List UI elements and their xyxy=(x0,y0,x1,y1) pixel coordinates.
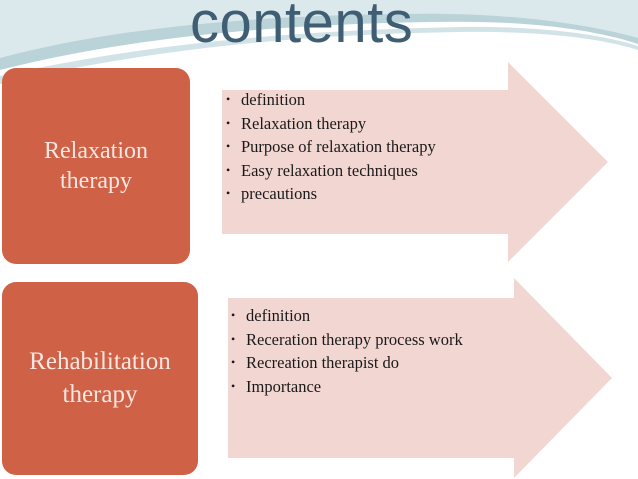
section-1-heading: Relaxation therapy xyxy=(44,136,148,196)
list-item: Recreation therapist do xyxy=(231,351,463,375)
list-item: Relaxation therapy xyxy=(226,112,436,136)
list-item: Purpose of relaxation therapy xyxy=(226,135,436,159)
section-1-heading-line-2: therapy xyxy=(60,168,132,194)
section-2-heading-box: Rehabilitation therapy xyxy=(2,282,198,475)
background-swoosh xyxy=(0,0,638,84)
slide-title: contents xyxy=(190,0,414,55)
section-1-bullet-list: definition Relaxation therapy Purpose of… xyxy=(226,88,436,206)
section-2-heading-line-2: therapy xyxy=(62,380,138,408)
list-item: Easy relaxation techniques xyxy=(226,159,436,183)
section-2-bullet-list: definition Receration therapy process wo… xyxy=(231,304,463,398)
list-item: Receration therapy process work xyxy=(231,328,463,352)
list-item: definition xyxy=(231,304,463,328)
list-item: Importance xyxy=(231,375,463,399)
section-1-heading-box: Relaxation therapy xyxy=(2,68,190,264)
section-2-heading: Rehabilitation therapy xyxy=(29,346,171,411)
section-2-heading-line-1: Rehabilitation xyxy=(29,348,171,375)
list-item: precautions xyxy=(226,182,436,206)
section-1-heading-line-1: Relaxation xyxy=(44,138,148,164)
list-item: definition xyxy=(226,88,436,112)
